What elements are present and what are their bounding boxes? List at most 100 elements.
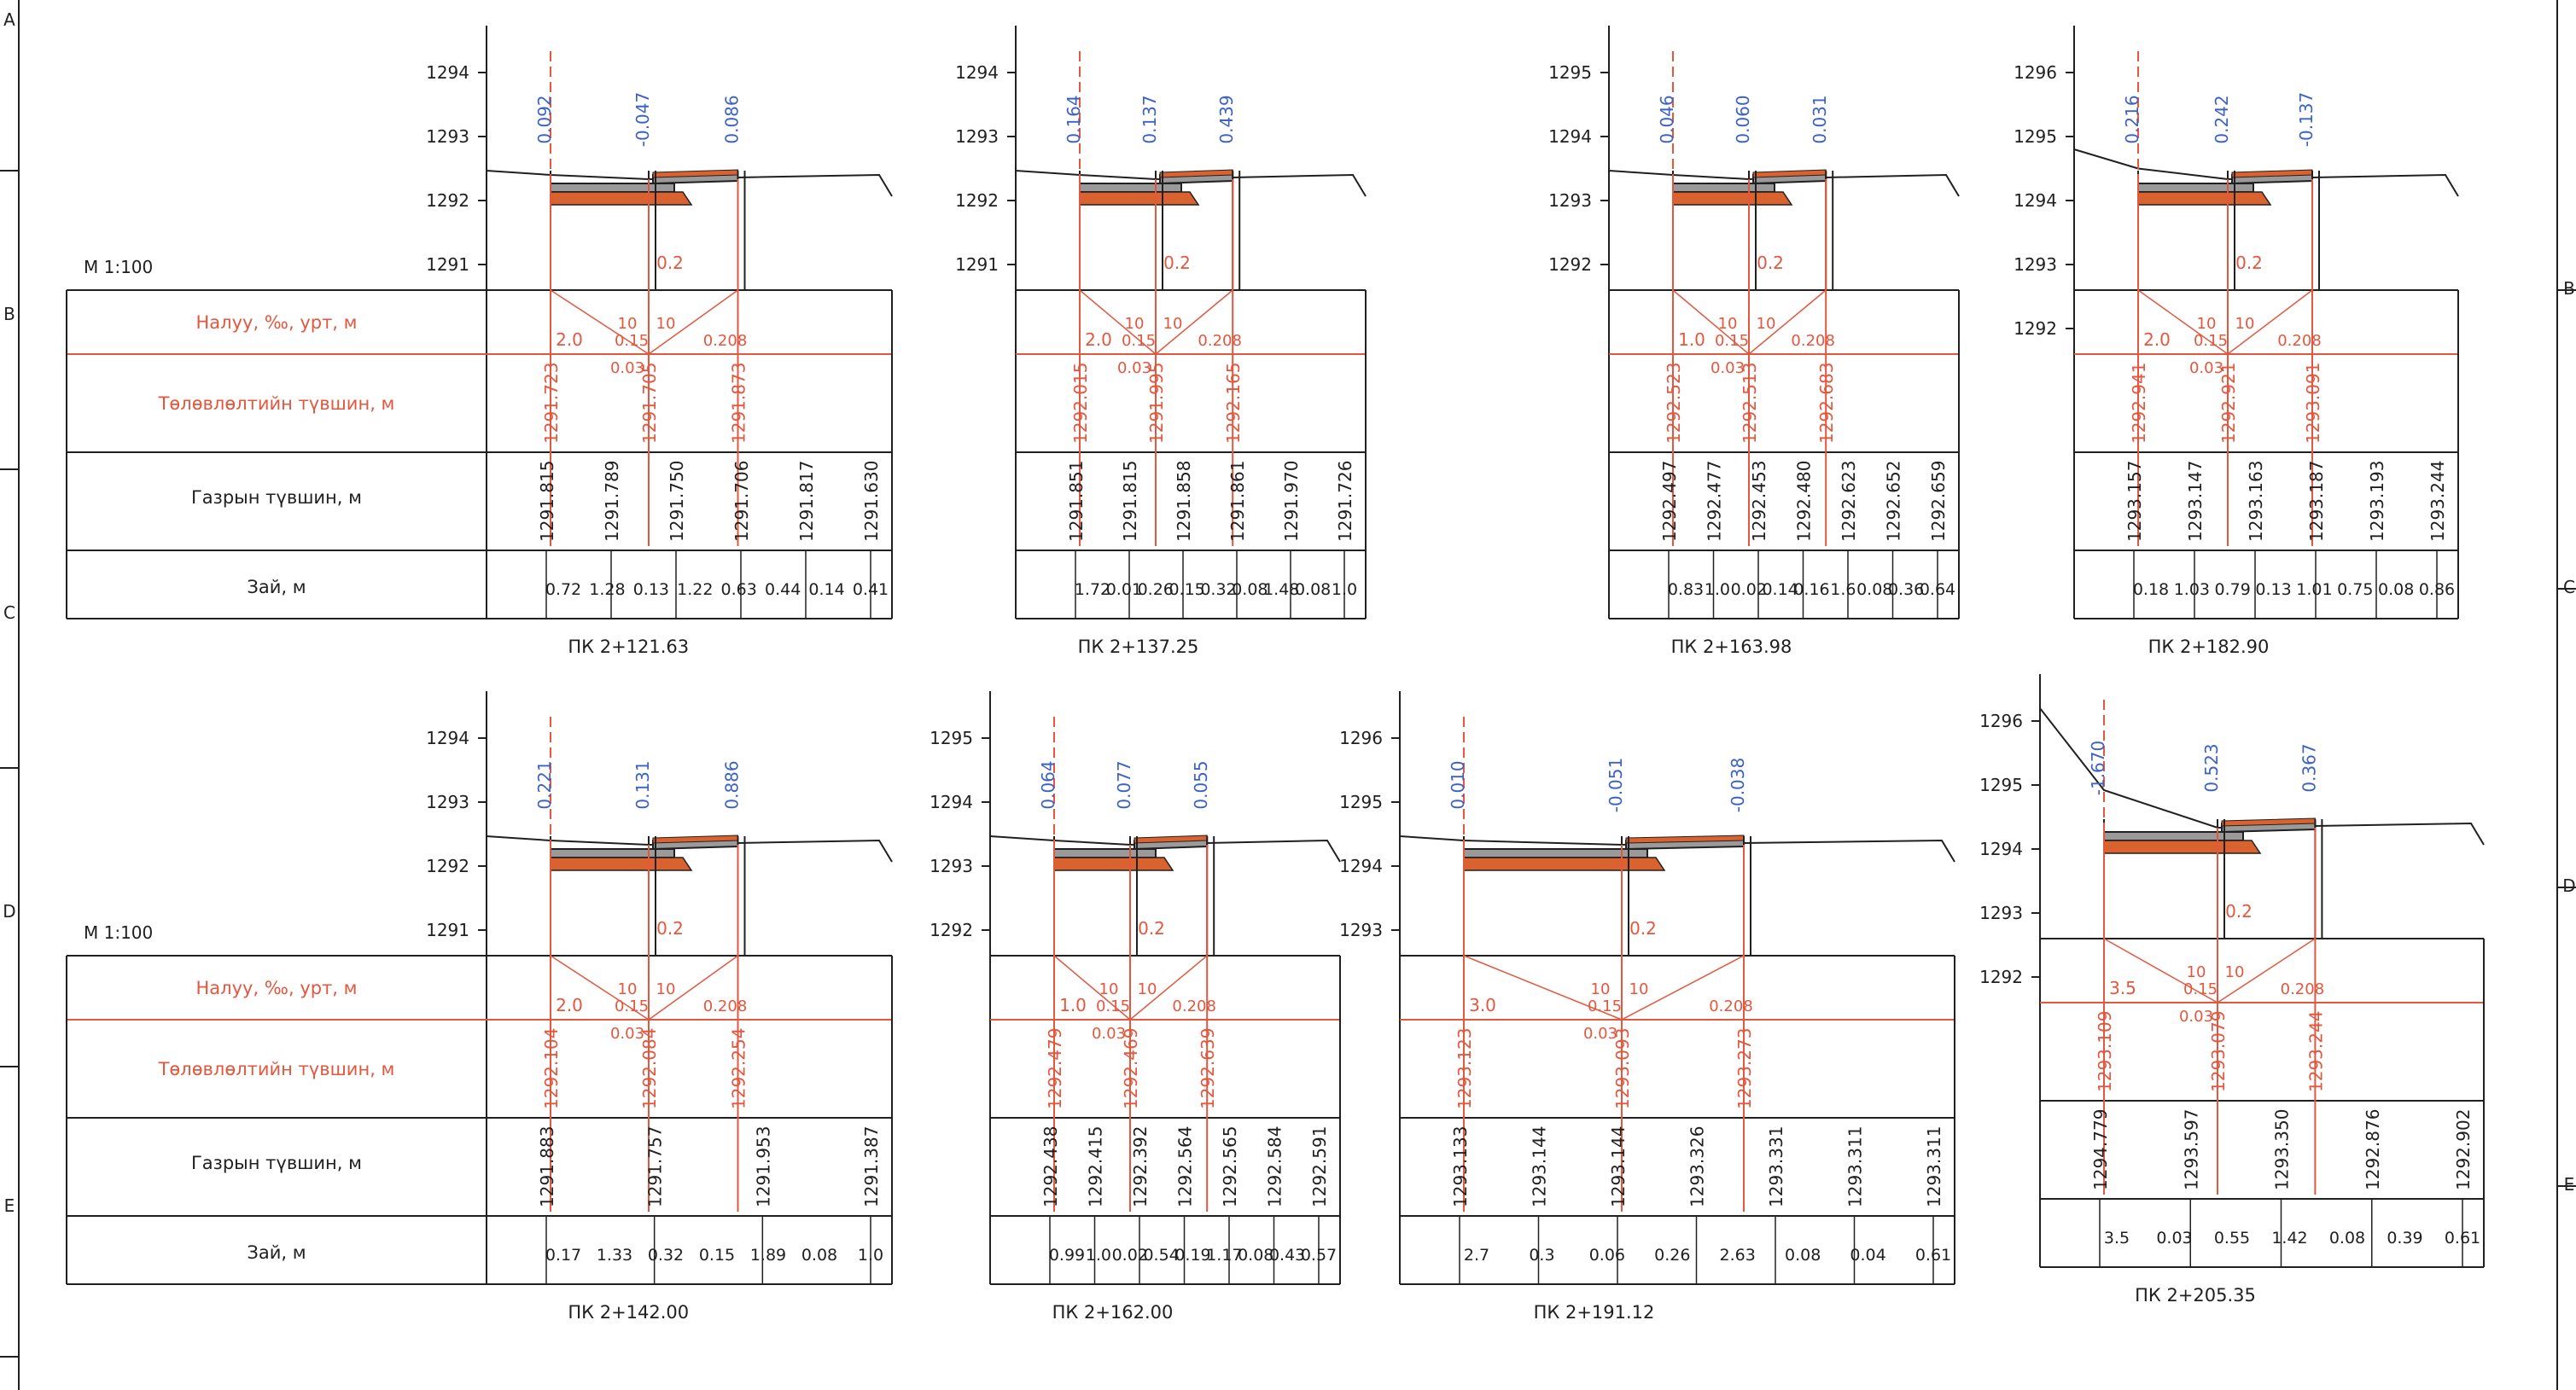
elevation-tick-label: 1291 <box>426 254 469 275</box>
distance-value: 0.99 <box>1049 1246 1085 1265</box>
design-elevation: 1292.683 <box>1816 363 1837 444</box>
elevation-tick-label: 1293 <box>426 792 469 812</box>
slope-mid-value: 0.15 <box>1715 332 1749 350</box>
slope-left-length: 2.0 <box>556 329 583 350</box>
ground-elevation: 1291.970 <box>1281 461 1302 542</box>
distance-value: 1.22 <box>677 580 713 599</box>
distance-value: 0.17 <box>545 1246 581 1265</box>
ground-elevation: 1291.789 <box>602 461 622 542</box>
station-label: ПК 2+142.00 <box>568 1302 689 1323</box>
elevation-tick-label: 1294 <box>1339 856 1383 876</box>
distance-value: 0.41 <box>853 580 889 599</box>
slope-ten-right: 10 <box>656 315 676 333</box>
slope-left-length: 2.0 <box>1085 329 1112 350</box>
offset-label: 0.216 <box>2122 95 2142 143</box>
elevation-tick-label: 1296 <box>1339 728 1383 748</box>
distance-value: 0.15 <box>1169 580 1204 599</box>
distance-value: 0.26 <box>1138 580 1174 599</box>
pavement-base-left <box>1463 857 1666 871</box>
ground-elevation: 1292.392 <box>1130 1126 1151 1207</box>
offset-label: 0.523 <box>2201 743 2222 792</box>
elevation-tick-label: 1295 <box>1979 775 2023 795</box>
design-elevation: 1292.513 <box>1740 363 1760 444</box>
row-label-ground: Газрын түвшин, м <box>191 487 362 508</box>
ground-elevation: 1292.876 <box>2363 1109 2383 1190</box>
slope-lines <box>550 955 738 1021</box>
ground-elevation: 1291.630 <box>861 461 882 542</box>
ground-elevation: 1292.623 <box>1839 461 1859 542</box>
slope-ten-right: 10 <box>1138 980 1157 998</box>
slope-right-value: 0.208 <box>1709 997 1753 1015</box>
distance-value: 2.63 <box>1720 1246 1756 1265</box>
slope-left-length: 2.0 <box>2143 329 2171 350</box>
slope-low-value: 0.03 <box>1583 1025 1617 1043</box>
ground-elevation: 1293.147 <box>2185 461 2206 542</box>
offset-label: 0.221 <box>534 760 555 809</box>
frame-letter-left: E <box>4 1195 15 1216</box>
distance-value: 0.08 <box>1232 580 1268 599</box>
frame-letter-right: B <box>2563 278 2575 299</box>
slope-low-value: 0.03 <box>2189 359 2223 377</box>
distance-value: 0.04 <box>1850 1246 1885 1265</box>
offset-label: 0.131 <box>632 760 653 809</box>
design-elevation: 1293.273 <box>1734 1028 1755 1109</box>
design-elevation: 1292.479 <box>1045 1028 1065 1109</box>
ground-elevation: 1291.757 <box>645 1126 666 1207</box>
distance-value: 1.01 <box>2296 580 2332 599</box>
frame-letter-right: E <box>2564 1174 2575 1195</box>
ground-elevation: 1292.477 <box>1705 461 1725 542</box>
slope-low-value: 0.03 <box>2179 1008 2213 1026</box>
design-elevation: 1292.015 <box>1070 363 1091 444</box>
design-elevation: 1292.639 <box>1198 1028 1218 1109</box>
distance-value: 1.48 <box>1263 580 1299 599</box>
slope-lines <box>1079 289 1233 355</box>
distance-value: 1.89 <box>750 1246 786 1265</box>
distance-value: 0.19 <box>1174 1246 1210 1265</box>
design-elevation: 1293.093 <box>1612 1028 1633 1109</box>
slope-low-value: 0.03 <box>610 359 644 377</box>
ground-elevation: 1293.133 <box>1450 1126 1471 1207</box>
slope-ten-right: 10 <box>1629 980 1649 998</box>
row-label-ground: Газрын түвшин, м <box>191 1153 362 1173</box>
design-elevation: 1293.091 <box>2303 363 2323 444</box>
elevation-tick-label: 1294 <box>426 728 469 748</box>
elevation-tick-label: 1293 <box>930 856 973 876</box>
design-elevation: 1291.995 <box>1146 363 1167 444</box>
ground-elevation: 1293.311 <box>1924 1126 1944 1207</box>
ground-elevation: 1293.311 <box>1845 1126 1866 1207</box>
pavement-base-left <box>2137 191 2272 206</box>
distance-value: 0.02 <box>1731 580 1767 599</box>
distance-value: 0.14 <box>1762 580 1798 599</box>
design-elevation: 1291.873 <box>729 363 749 444</box>
distance-value: 1.03 <box>2174 580 2210 599</box>
slope-ten-left: 10 <box>1125 315 1145 333</box>
offset-label: 0.077 <box>1114 760 1134 809</box>
slope-lines <box>2103 938 2316 1003</box>
slope-ten-left: 10 <box>2197 315 2217 333</box>
scale-label: M 1:100 <box>84 922 153 943</box>
distance-value: 0.16 <box>1793 580 1829 599</box>
slope-low-value: 0.03 <box>1117 359 1151 377</box>
frame-letter-left: A <box>3 9 15 30</box>
pavement-asphalt-left <box>2137 183 2254 193</box>
scale-label: M 1:100 <box>84 257 153 277</box>
elevation-tick-label: 1293 <box>1548 190 1592 211</box>
station-label: ПК 2+191.12 <box>1534 1302 1655 1323</box>
slope-right-value: 0.208 <box>2281 980 2325 998</box>
slope-ten-right: 10 <box>656 980 676 998</box>
elevation-tick-label: 1292 <box>1979 967 2023 987</box>
distance-value: 0.15 <box>699 1246 735 1265</box>
slope-ten-right: 10 <box>2225 963 2245 981</box>
frame-letter-left: C <box>3 602 15 623</box>
slope-lines <box>550 289 738 355</box>
design-elevation: 1292.165 <box>1223 363 1244 444</box>
ground-elevation: 1291.815 <box>537 461 557 542</box>
row-label-design: Төлөвлөлтийн түвшин, м <box>158 1059 395 1079</box>
elevation-tick-label: 1292 <box>1548 254 1592 275</box>
ground-elevation: 1292.564 <box>1175 1126 1196 1207</box>
elevation-tick-label: 1296 <box>2014 62 2057 83</box>
